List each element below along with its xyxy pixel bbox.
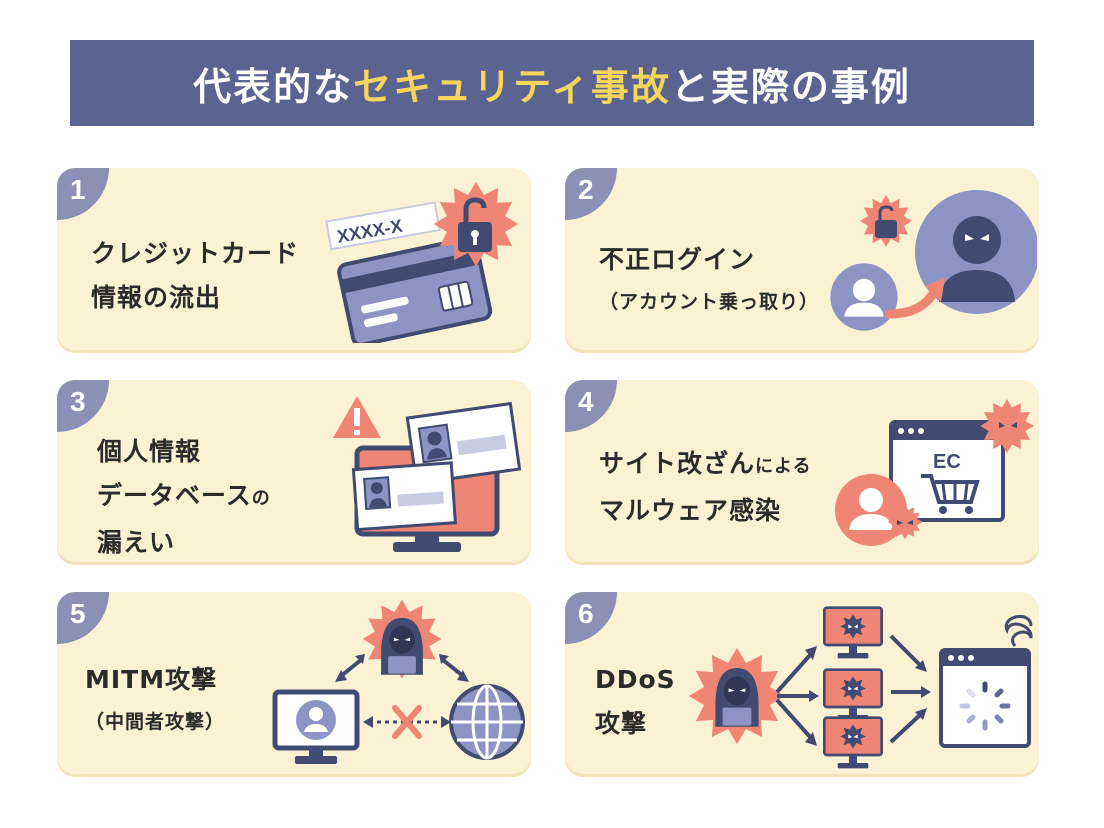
case-card-6: 6 DDoS 攻撃 [565,592,1039,774]
case-label: クレジットカード 情報の流出 [91,232,299,320]
case-number: 3 [70,386,86,417]
case-number-badge: 6 [565,592,617,644]
case-label-line-2-suffix: の [251,488,271,509]
case-label: DDoS 攻撃 [595,658,676,746]
case-label-line-1: サイト改ざんによる [599,442,811,489]
title-part-1: 代表的な [193,64,354,109]
case-label-line-2: 情報の流出 [91,283,222,312]
case-label-line-1-main: サイト改ざん [599,449,756,478]
ec-text: EC [933,451,961,473]
case-label-line-1: MITM攻撃 [85,665,218,694]
malware-site-icon: EC [835,399,1034,546]
case-label-line-2: マルウェア感染 [599,496,782,525]
case-label-line-1: DDoS [595,665,676,694]
mitm-attack-icon [272,599,525,764]
case-number: 2 [578,174,594,205]
ddos-attack-icon [689,606,1033,770]
case-label-line-2: データベースの [97,474,271,521]
account-takeover-icon [830,190,1037,331]
title-highlight: セキュリティ事故 [353,64,671,109]
case-number-badge: 3 [57,380,109,432]
case-number-badge: 5 [57,592,109,644]
case-label-line-2: 攻撃 [595,709,648,738]
case-label: サイト改ざんによる マルウェア感染 [599,442,811,533]
case-label-line-1: クレジットカード [91,239,300,268]
case-label: 不正ログイン （アカウント乗っ取り） [599,238,819,322]
case-number-badge: 1 [57,168,109,220]
case-label-line-3: 漏えい [97,528,176,557]
case-label-line-1-suffix: による [755,456,812,477]
case-number-badge: 2 [565,168,617,220]
case-number: 4 [578,386,594,417]
title-banner: 代表的な セキュリティ事故 と実際の事例 [70,40,1034,126]
case-number: 5 [70,598,86,629]
case-card-2: 2 不正ログイン （アカウント乗っ取り） [565,168,1039,350]
case-card-1: 1 クレジットカード 情報の流出 XXXX-X [57,168,531,350]
case-number-badge: 4 [565,380,617,432]
case-label: 個人情報 データベースの 漏えい [97,430,271,562]
case-card-5: 5 MITM攻撃 （中間者攻撃） [57,592,531,774]
case-label-line-2-main: データベース [97,481,252,510]
case-label-line-1: 不正ログイン [599,245,756,274]
case-number: 6 [578,598,594,629]
case-number: 1 [70,174,86,205]
case-card-4: 4 サイト改ざんによる マルウェア感染 EC [565,380,1039,562]
title-part-3: と実際の事例 [670,64,911,109]
database-leak-icon [333,396,522,552]
case-label-line-2: （中間者攻撃） [85,711,226,733]
case-label-line-1: 個人情報 [97,437,202,466]
case-label-line-2: （アカウント乗っ取り） [599,291,820,313]
case-label: MITM攻撃 （中間者攻撃） [85,658,225,742]
credit-card-lock-icon: XXXX-X [325,181,519,343]
case-card-3: 3 個人情報 データベースの 漏えい [57,380,531,562]
